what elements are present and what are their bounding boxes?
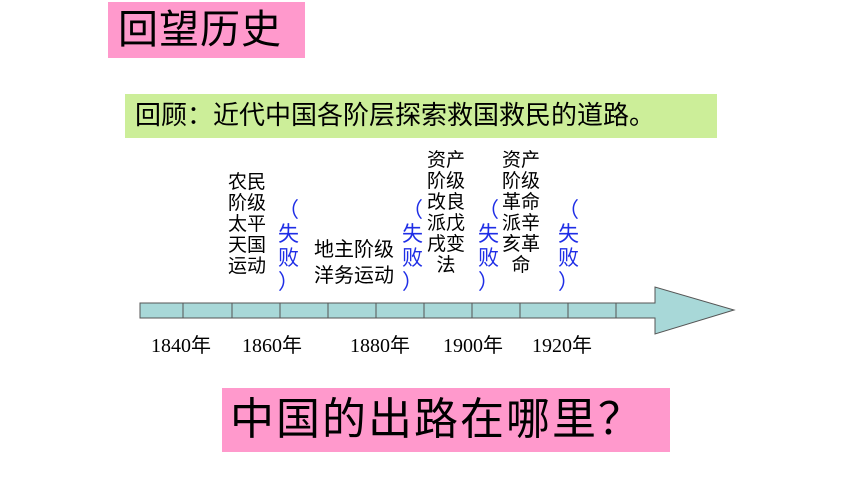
event-taiping: 农民 阶级 太平 天国 运动 [228, 171, 267, 277]
fail-label-2: （ 失 败 ） [402, 198, 423, 294]
title-box: 回望历史 [108, 2, 305, 58]
year-1880: 1880年 [350, 335, 410, 357]
year-1900: 1900年 [443, 335, 503, 357]
timeline-ticks [182, 303, 617, 318]
event-wuxu: 资产 阶级 改良 派戊 戌变 法 [427, 149, 466, 276]
review-text: 回顾：近代中国各阶层探索救国救民的道路。 [135, 101, 656, 131]
fail-label-4: （ 失 败 ） [558, 198, 579, 294]
fail-label-1: （ 失 败 ） [278, 198, 299, 294]
event-xinhai: 资产 阶级 革命 派辛 亥革 命 [502, 149, 541, 276]
year-1840: 1840年 [151, 335, 211, 357]
page-title: 回望历史 [118, 7, 282, 53]
event-yangwu: 地主阶级 洋务运动 [314, 237, 394, 287]
year-1860: 1860年 [242, 335, 302, 357]
question-box: 中国的出路在哪里？ [222, 388, 670, 452]
year-1920: 1920年 [532, 335, 592, 357]
question-text: 中国的出路在哪里？ [230, 394, 644, 445]
timeline-arrow-shape [139, 286, 736, 335]
review-box: 回顾：近代中国各阶层探索救国救民的道路。 [125, 94, 717, 138]
fail-label-3: （ 失 败 ） [478, 198, 499, 294]
